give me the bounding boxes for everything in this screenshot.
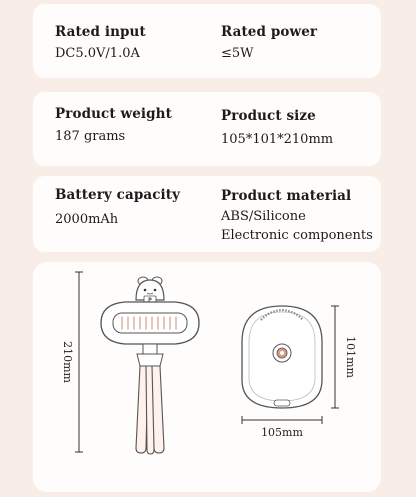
rated-power-label: Rated power <box>221 24 318 40</box>
product-size-label: Product size <box>221 108 316 124</box>
rated-power-value: ≤5W <box>221 46 254 61</box>
rated-input-label: Rated input <box>55 24 146 40</box>
character-topper: P <box>135 276 165 304</box>
dimension-diagram-card: 210mm P <box>33 262 381 492</box>
spec-card-battery-material: Battery capacity 2000mAh Product materia… <box>33 176 381 252</box>
product-material-value: ABS/Silicone <box>221 209 306 224</box>
product-weight-value: 187 grams <box>55 129 126 144</box>
battery-capacity-label: Battery capacity <box>55 187 181 203</box>
product-material-label: Product material <box>221 188 352 204</box>
product-weight-label: Product weight <box>55 106 172 122</box>
badge-letter: P <box>148 298 152 304</box>
product-size-value: 105*101*210mm <box>221 132 334 147</box>
product-material-value-2: Electronic components <box>221 228 373 243</box>
dimension-diagram: 210mm P <box>61 271 357 455</box>
fan-grill <box>121 316 177 330</box>
fan-handle-legs <box>135 343 165 455</box>
fan-head <box>100 301 200 345</box>
depth-dimension-label: 101mm <box>344 336 357 378</box>
rated-input-value: DC5.0V/1.0A <box>55 46 140 61</box>
spec-card-power: Rated input DC5.0V/1.0A Rated power ≤5W <box>33 4 381 78</box>
width-dimension-label: 105mm <box>261 426 303 439</box>
height-dimension-label: 210mm <box>61 341 74 383</box>
battery-capacity-value: 2000mAh <box>55 212 119 227</box>
spec-card-weight-size: Product weight 187 grams Product size 10… <box>33 92 381 166</box>
fan-back-view <box>241 305 323 409</box>
